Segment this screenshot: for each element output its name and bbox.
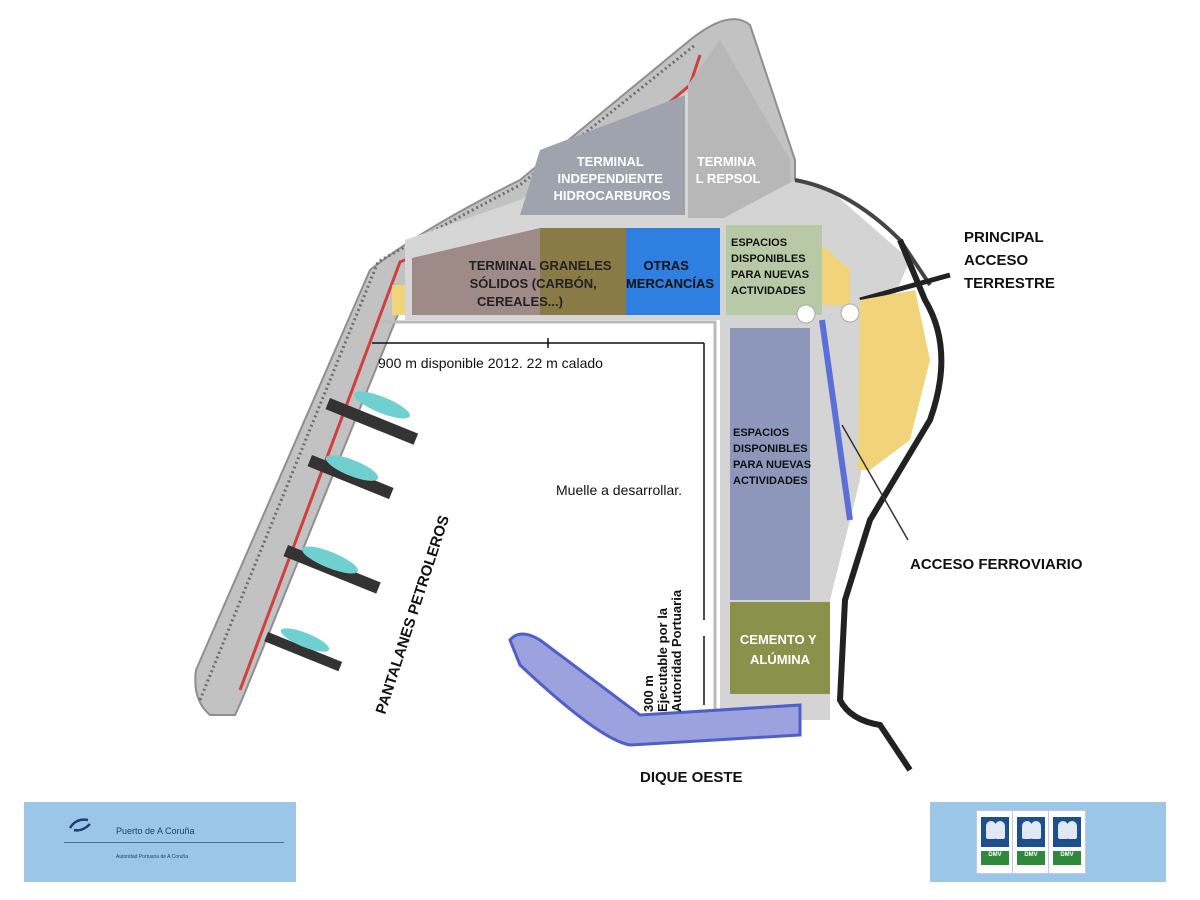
zone-espacios-top xyxy=(726,225,822,315)
dmv-logos-box: DMV DMV DMV xyxy=(930,802,1166,882)
roundabout-2 xyxy=(840,303,860,323)
label-pantalanes: PANTALANES PETROLEROS xyxy=(373,513,453,716)
annot-desarrollar: Muelle a desarrollar. xyxy=(556,482,682,498)
label-acceso-terrestre: PRINCIPAL ACCESO TERRESTRE xyxy=(964,229,1055,292)
label-espacios-mid: ESPACIOS DISPONIBLES PARA NUEVAS ACTIVID… xyxy=(733,427,814,487)
east-breakwater xyxy=(794,178,932,287)
zone-graneles-left xyxy=(412,228,540,315)
label-otras: OTRAS MERCANCÍAS xyxy=(626,258,714,291)
zone-yellow-right xyxy=(858,290,930,470)
zone-cemento xyxy=(730,602,830,694)
annot-300: 300 m Ejecutable por la Autoridad Portua… xyxy=(641,589,684,712)
breakwater-edge xyxy=(198,43,696,701)
puerto-subtitle: Autoridad Portuaria de A Coruña xyxy=(116,854,188,860)
dmv-badge-1: DMV xyxy=(976,810,1014,874)
dmv-badge-3: DMV xyxy=(1048,810,1086,874)
dique-oeste xyxy=(508,632,802,747)
puerto-name: Puerto de A Coruña xyxy=(116,826,195,836)
zone-yellow-top xyxy=(822,245,850,305)
puerto-logo-icon xyxy=(68,818,91,832)
dmv-badge-text: DMV xyxy=(1024,852,1038,858)
zone-otras xyxy=(626,228,720,315)
label-graneles: TERMINAL GRANELES SÓLIDOS (CARBÓN, CEREA… xyxy=(469,258,615,309)
quay-line xyxy=(380,320,717,720)
pantalanes-piers xyxy=(264,391,419,672)
puerto-logo-box: Puerto de A Coruña Autoridad Portuaria d… xyxy=(24,802,296,882)
road xyxy=(859,272,951,303)
zone-repsol xyxy=(688,40,790,218)
label-espacios-top: ESPACIOS DISPONIBLES PARA NUEVAS ACTIVID… xyxy=(731,237,812,297)
logo-divider xyxy=(64,842,284,843)
label-repsol: TERMINA L REPSOL xyxy=(696,154,761,186)
label-dique-oeste: DIQUE OESTE xyxy=(640,769,743,786)
east-coast xyxy=(836,238,945,772)
annot-900: 900 m disponible 2012. 22 m calado xyxy=(378,355,603,371)
dmv-badge-text: DMV xyxy=(988,852,1002,858)
rail-line xyxy=(819,319,853,521)
zone-graneles-right xyxy=(540,228,626,315)
label-acceso-ferroviario: ACCESO FERROVIARIO xyxy=(910,556,1083,573)
ferroviario-arrow xyxy=(841,424,909,541)
roundabout-1 xyxy=(796,304,816,324)
label-cemento: CEMENTO Y ALÚMINA xyxy=(740,632,820,667)
zone-espacios-mid xyxy=(730,328,810,600)
dmv-badge-2: DMV xyxy=(1012,810,1050,874)
zone-hidrocarburos xyxy=(520,95,685,215)
dmv-badge-text: DMV xyxy=(1060,852,1074,858)
label-hidrocarburos: TERMINAL INDEPENDIENTE HIDROCARBUROS xyxy=(554,154,671,203)
zone-yellow-left xyxy=(392,285,405,315)
